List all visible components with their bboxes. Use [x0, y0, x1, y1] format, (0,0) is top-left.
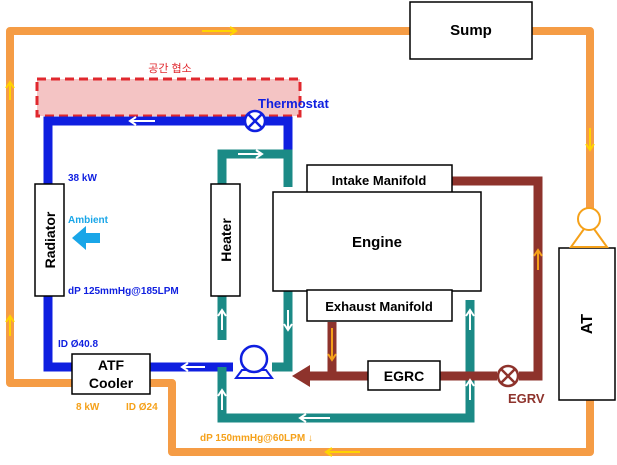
- atf-line-return: [146, 27, 594, 456]
- svg-text:Sump: Sump: [450, 22, 492, 39]
- svg-text:Exhaust Manifold: Exhaust Manifold: [325, 299, 433, 314]
- atf-cooler: ATF Cooler: [71, 353, 151, 395]
- at-unit: AT: [558, 247, 616, 401]
- egr-loop: [307, 176, 543, 381]
- exhaust-manifold: Exhaust Manifold: [306, 289, 453, 322]
- pump-icon: [234, 344, 274, 379]
- svg-text:Cooler: Cooler: [89, 375, 134, 391]
- svg-text:EGRC: EGRC: [384, 368, 424, 384]
- radiator-dp-label: dP 125mmHg@185LPM: [68, 286, 179, 297]
- radiator: Radiator: [34, 183, 65, 297]
- egr-line-outer: [450, 176, 543, 381]
- svg-text:Intake Manifold: Intake Manifold: [332, 173, 427, 188]
- atf-power-label: 8 kW: [76, 402, 100, 413]
- svg-text:Heater: Heater: [218, 218, 234, 262]
- svg-text:ATF: ATF: [98, 357, 125, 373]
- atf-id-label: ID Ø24: [126, 402, 158, 413]
- flow-arrow-icon: [5, 26, 595, 457]
- intake-manifold: Intake Manifold: [306, 164, 453, 195]
- heater: Heater: [210, 183, 241, 297]
- heater-line-right: [272, 290, 293, 372]
- egrc: EGRC: [367, 360, 441, 391]
- radiator-power-label: 38 kW: [68, 173, 97, 184]
- space-constraint-zone: [35, 77, 302, 118]
- atf-dp-label: dP 150mmHg@60LPM ↓: [200, 433, 313, 444]
- thermostat-label: Thermostat: [258, 96, 329, 111]
- egr-valve-icon: [496, 364, 520, 388]
- engine: Engine: [272, 191, 482, 292]
- egr-line-exhaust: [327, 322, 368, 381]
- space-constraint-label: 공간 협소: [148, 62, 192, 75]
- coolant-flow-arrows: [128, 116, 475, 423]
- ambient-arrow-icon: [72, 226, 100, 250]
- svg-text:AT: AT: [579, 314, 596, 334]
- egr-flow-arrows: [327, 248, 543, 362]
- egr-outlet-arrowhead: [292, 365, 310, 387]
- svg-text:Radiator: Radiator: [42, 211, 58, 268]
- svg-text:Engine: Engine: [352, 234, 402, 251]
- egrv-label: EGRV: [508, 391, 545, 406]
- thermostat-valve-icon: [243, 109, 267, 133]
- ambient-label: Ambient: [68, 215, 109, 226]
- atf-pump-icon: [569, 207, 609, 248]
- sump: Sump: [409, 1, 533, 60]
- radiator-id-label: ID Ø40.8: [58, 339, 98, 350]
